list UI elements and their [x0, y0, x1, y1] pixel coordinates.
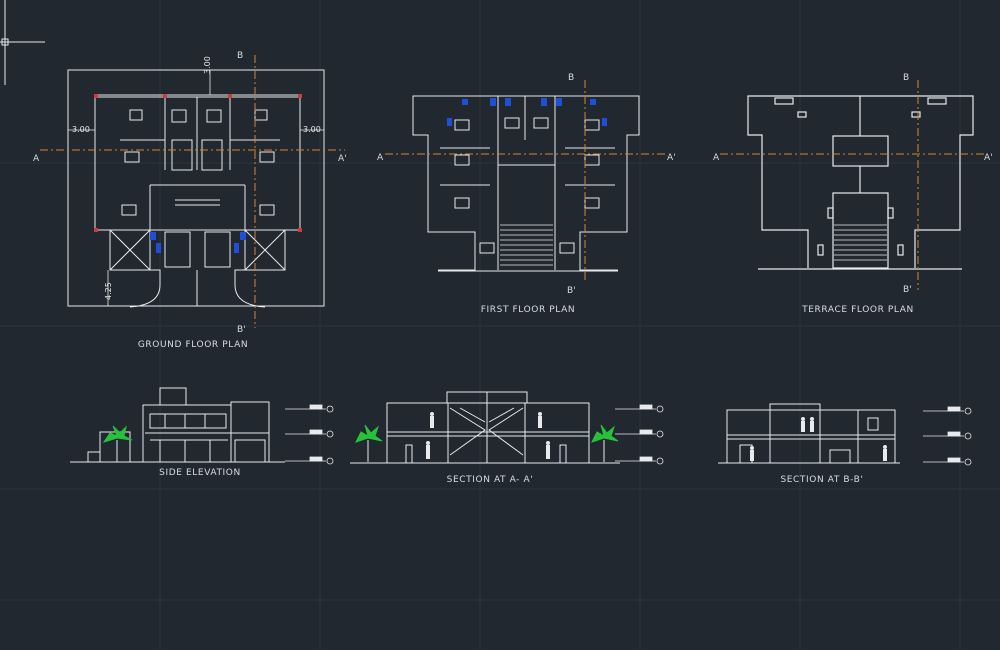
- terrace-floor-plan[interactable]: [747, 95, 974, 270]
- section-axis-lines: [40, 55, 985, 328]
- axis-label-a-ground: A: [33, 154, 40, 164]
- axis-label-b-prime-first: B': [567, 286, 576, 296]
- section-a-a-title: SECTION AT A- A': [446, 475, 534, 485]
- axis-label-a-prime-terrace: A': [984, 153, 993, 163]
- dimension-left: 3.00: [72, 125, 90, 134]
- crosshair-cursor: [0, 0, 45, 85]
- axis-label-a-prime-first: A': [667, 153, 676, 163]
- palm-tree-side: [102, 425, 133, 462]
- first-floor-plan-title: FIRST FLOOR PLAN: [480, 305, 576, 315]
- ground-floor-accents: [94, 94, 302, 253]
- side-elevation-title: SIDE ELEVATION: [159, 468, 241, 478]
- side-elevation[interactable]: [70, 387, 285, 463]
- section-a-a[interactable]: [350, 391, 620, 464]
- axis-label-b-terrace: B: [903, 73, 910, 83]
- axis-label-b-prime-ground: B': [237, 325, 246, 335]
- palm-trees-section-a: [355, 424, 619, 462]
- dimension-right: 3.00: [303, 125, 321, 134]
- axis-label-b-first: B: [568, 73, 575, 83]
- dimension-lines: [68, 70, 324, 306]
- axis-label-a-prime-ground: A': [338, 154, 347, 164]
- section-b-b-title: SECTION AT B-B': [780, 475, 864, 485]
- level-markers: [285, 404, 972, 466]
- axis-label-a-first: A: [377, 153, 384, 163]
- axis-label-a-terrace: A: [713, 153, 720, 163]
- ground-floor-plan[interactable]: [67, 69, 325, 308]
- axis-label-b-ground: B: [237, 51, 244, 61]
- ground-floor-plan-title: GROUND FLOOR PLAN: [137, 340, 249, 350]
- dimension-bottom: 4.25: [104, 282, 113, 300]
- human-figures-section-a: [426, 412, 550, 459]
- human-figures-section-b: [750, 417, 887, 461]
- axis-label-b-prime-terrace: B': [903, 285, 912, 295]
- dimension-top: 3.00: [203, 56, 212, 74]
- first-floor-plan[interactable]: [412, 95, 640, 272]
- terrace-floor-plan-title: TERRACE FLOOR PLAN: [802, 305, 914, 315]
- first-floor-accents: [447, 98, 607, 126]
- section-b-b[interactable]: [718, 403, 900, 464]
